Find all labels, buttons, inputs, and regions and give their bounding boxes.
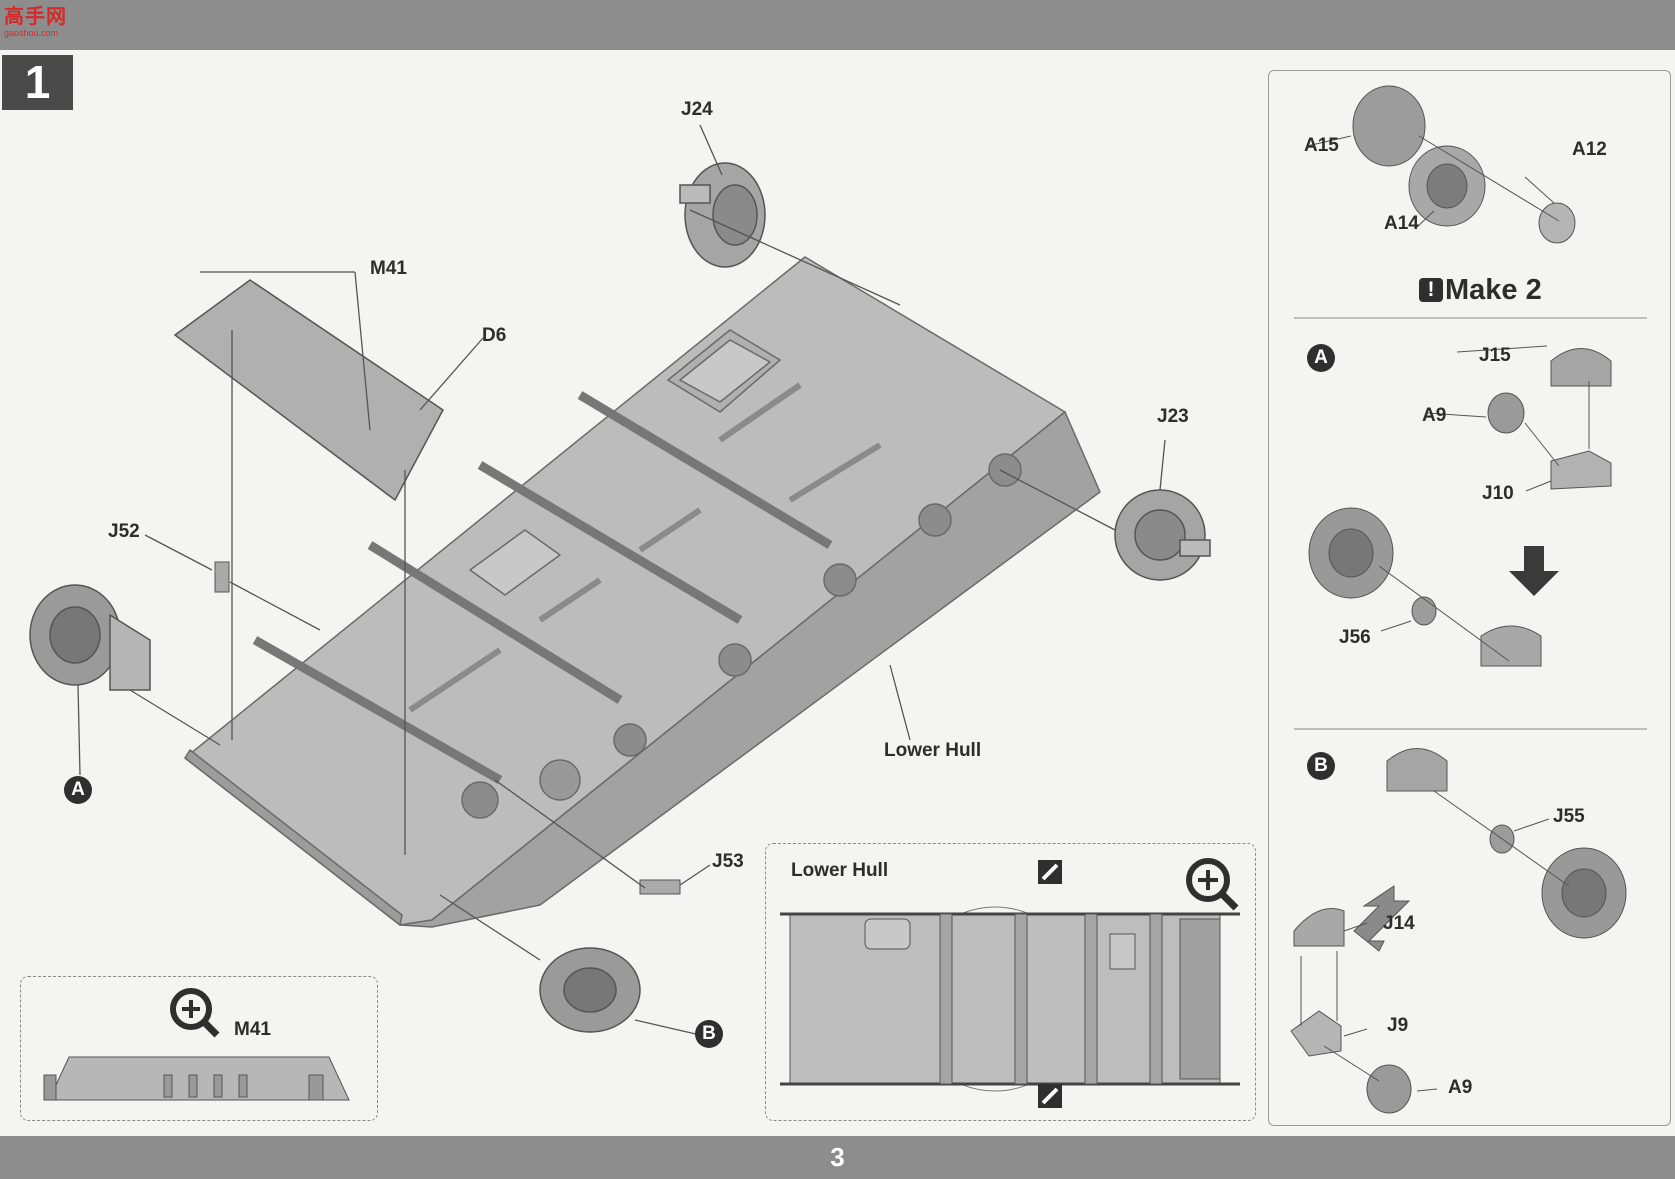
label-j52: J52 <box>108 521 140 542</box>
idler-j24-drawing <box>679 162 766 268</box>
zoom-icon <box>1186 858 1239 911</box>
plate-d6-drawing <box>173 279 444 502</box>
label-a9-top: A9 <box>1422 405 1447 426</box>
callout-b: B <box>695 1020 723 1048</box>
label-j9: J9 <box>1387 1015 1409 1036</box>
m41-plate-drawing <box>43 1056 350 1101</box>
footer-bar <box>0 1136 1675 1179</box>
label-j55: J55 <box>1553 806 1585 827</box>
sprocket-j23-drawing <box>1114 489 1211 581</box>
part-j53-drawing <box>639 879 681 895</box>
make-quantity-note: !Make 2 <box>1419 274 1542 307</box>
main-assembly-illustration <box>29 124 1211 1036</box>
label-j10: J10 <box>1482 483 1514 504</box>
callout-b-section: B <box>1307 752 1335 780</box>
label-a15: A15 <box>1304 135 1339 156</box>
logo-text: 高手网 <box>4 6 67 28</box>
label-j24: J24 <box>681 99 713 120</box>
wheel-a-drawing <box>29 584 151 691</box>
part-j52-drawing <box>214 561 230 593</box>
logo-subtext: gaoshou.com <box>4 28 59 38</box>
label-d6: D6 <box>482 325 507 346</box>
callout-a-section: A <box>1307 344 1335 372</box>
label-j56: J56 <box>1339 627 1371 648</box>
warning-icon: ! <box>1419 278 1443 302</box>
inset-m41-label: M41 <box>234 1019 271 1040</box>
view-arrow-icon <box>1038 860 1062 884</box>
sub-assembly-drawings <box>1290 85 1647 1114</box>
label-j23: J23 <box>1157 406 1189 427</box>
make-quantity-text: Make 2 <box>1445 274 1542 306</box>
page-number: 3 <box>830 1142 845 1172</box>
inset-lower-hull: Lower Hull <box>765 843 1256 1121</box>
lower-hull-plan-drawing <box>780 906 1240 1092</box>
inset-lower-hull-title: Lower Hull <box>791 860 889 881</box>
label-lower-hull: Lower Hull <box>884 740 982 761</box>
callout-a: A <box>64 776 92 804</box>
view-arrow-icon <box>1038 1084 1062 1108</box>
zoom-icon <box>170 988 220 1038</box>
label-m41: M41 <box>370 258 407 279</box>
label-j15: J15 <box>1479 345 1511 366</box>
label-a12: A12 <box>1572 139 1607 160</box>
label-j53: J53 <box>712 851 744 872</box>
site-logo: 高手网 gaoshou.com <box>4 6 74 44</box>
label-a14: A14 <box>1384 213 1419 234</box>
leader-lines <box>77 124 1166 1036</box>
step-number: 1 <box>2 55 73 110</box>
sub-assembly-panel: A15 A12 A14 !Make 2 A J15 A9 J10 J56 B J… <box>1268 70 1671 1126</box>
label-j14: J14 <box>1383 913 1415 934</box>
wheel-b-drawing <box>539 947 641 1033</box>
inset-m41: M41 <box>20 976 378 1121</box>
header-bar <box>0 0 1675 50</box>
label-a9-bottom: A9 <box>1448 1077 1473 1098</box>
